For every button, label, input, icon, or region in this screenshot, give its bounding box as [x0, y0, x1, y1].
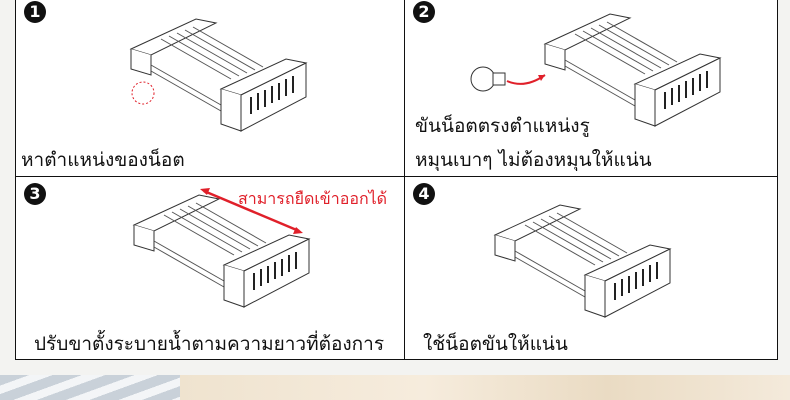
step-number: 1	[24, 1, 46, 23]
basket-photo	[0, 375, 180, 400]
step-caption: ใช้น็อตขันให้แน่น	[423, 333, 568, 355]
step-caption: ปรับขาตั้งระบายน้ำตามความยาวที่ต้องการ	[34, 333, 385, 355]
step-1: 1 หาตำแหน่งของน็อต	[16, 0, 404, 177]
step-4: 4 ใช้น็อตขันให้แน่น	[405, 177, 790, 355]
basket-illustration	[133, 188, 310, 308]
marble-background	[180, 375, 790, 400]
basket-illustration	[494, 204, 671, 318]
divider	[404, 0, 405, 359]
instruction-grid: 1 หาตำแหน่งของน็อต 2 ขันน็อตตรงตำแหน่งรู…	[15, 0, 778, 360]
step-caption: หมุนเบาๆ ไม่ต้องหมุนให้แน่น	[415, 149, 652, 171]
stretch-annotation: สามารถยืดเข้าออกได้	[238, 189, 388, 208]
divider	[16, 176, 777, 177]
step-number: 4	[413, 183, 435, 205]
step-number: 3	[24, 183, 46, 205]
product-photo-strip	[0, 375, 790, 400]
step-caption: ขันน็อตตรงตำแหน่งรู	[415, 115, 590, 137]
bolt-highlight	[131, 81, 155, 105]
basket-illustration	[130, 18, 307, 132]
step-caption: หาตำแหน่งของน็อต	[21, 149, 185, 171]
bolt-icon	[470, 66, 546, 92]
step-number: 2	[413, 1, 435, 23]
step-3: 3 สามารถยืดเข้าออกได้ ปรับขาตั้งระบายน้ำ…	[16, 177, 404, 355]
step-2: 2 ขันน็อตตรงตำแหน่งรู หมุนเบาๆ ไม่ต้องหม…	[405, 0, 790, 177]
